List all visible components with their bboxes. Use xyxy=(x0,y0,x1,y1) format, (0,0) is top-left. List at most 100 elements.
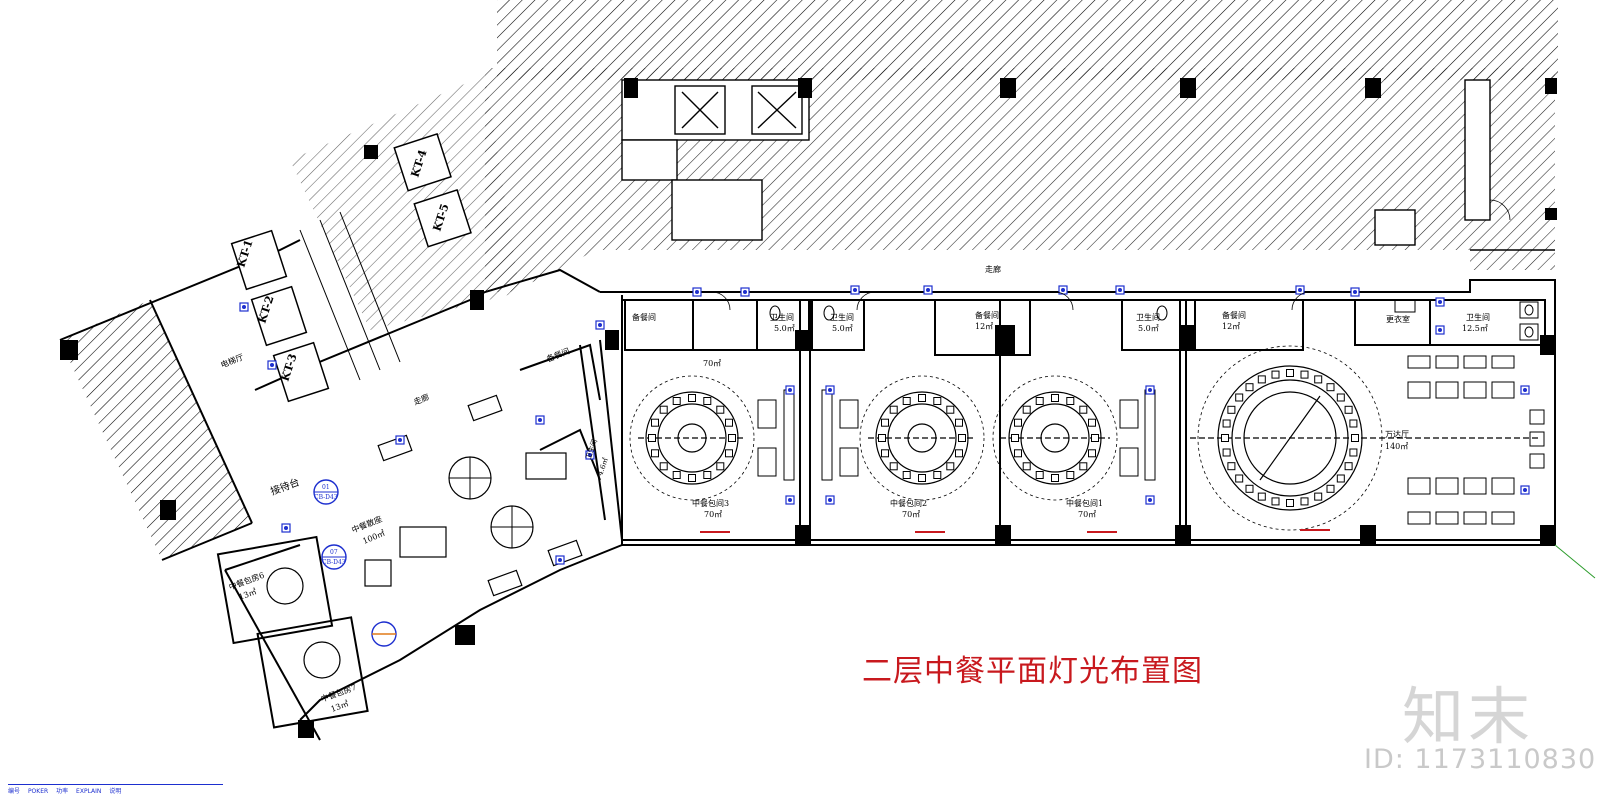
toilet-fixtures xyxy=(769,299,1539,341)
label-toilet-b-area: 5.0㎡ xyxy=(832,324,853,333)
banquet-chair xyxy=(889,405,898,414)
banquet-chair xyxy=(1014,449,1022,458)
legend-poker: POKER xyxy=(27,788,49,795)
banquet-chair xyxy=(1336,393,1345,402)
banquet-chair xyxy=(902,397,911,405)
label-toilet-c-area: 5.0㎡ xyxy=(1138,324,1159,333)
label-private-3-area: 70㎡ xyxy=(704,510,722,519)
banquet-chair xyxy=(881,449,889,458)
label-grand: 万达厅 xyxy=(1385,429,1409,439)
marker-01-sub: CB-D43 xyxy=(314,494,338,501)
green-leader-line xyxy=(1554,544,1596,579)
banquet-chair xyxy=(1022,462,1031,471)
banquet-chair xyxy=(1245,484,1254,493)
banquet-chair xyxy=(703,471,712,479)
label-private-3: 中餐包间3 xyxy=(692,498,729,508)
banquet-chair xyxy=(1271,497,1280,506)
banquet-chair xyxy=(955,449,963,458)
orange-marker xyxy=(371,621,397,647)
label-locker: 更衣室 xyxy=(1386,314,1410,324)
banquet-chair xyxy=(1286,499,1294,507)
banquet-chair xyxy=(1221,434,1229,442)
banquet-chair xyxy=(1222,448,1231,457)
banquet-chair xyxy=(659,405,668,414)
banquet-chair xyxy=(1300,497,1309,506)
label-private-3-top-area: 70㎡ xyxy=(703,359,721,368)
banquet-chair xyxy=(1066,397,1075,405)
watermark-id: ID: 1173110830 xyxy=(1364,744,1597,775)
banquet-chair xyxy=(1344,405,1353,414)
banquet-chair xyxy=(688,394,696,402)
upper-walls xyxy=(621,79,1555,251)
label-pantry-3-area: 12㎡ xyxy=(1222,322,1240,331)
label-private-6-area: 13㎡ xyxy=(238,587,258,602)
red-fixture-markers xyxy=(700,529,1330,533)
banquet-chair xyxy=(1088,449,1096,458)
hall-tables xyxy=(266,394,583,679)
legend-explain-cn: 说明 xyxy=(109,788,122,795)
banquet-chair xyxy=(1344,462,1353,471)
banquet-chair xyxy=(1349,419,1358,428)
banquet-chair xyxy=(1227,462,1236,471)
label-private-6: 中餐包房6 xyxy=(227,570,265,592)
banquet-chair xyxy=(728,434,736,442)
banquet-chair xyxy=(1257,492,1266,501)
banquet-chair xyxy=(1035,471,1044,479)
drawing-title: 二层中餐平面灯光布置图 xyxy=(862,654,1203,689)
legend-poker-cn: 功率 xyxy=(56,788,69,795)
label-grand-area: 140㎡ xyxy=(1385,442,1408,451)
banquet-chair xyxy=(672,471,681,479)
label-pantry-3: 备餐间 xyxy=(1222,310,1246,320)
label-private-7-area: 13㎡ xyxy=(330,699,350,714)
label-private-1: 中餐包间1 xyxy=(1066,498,1103,508)
banquet-chair xyxy=(1300,370,1309,379)
banquet-chair xyxy=(902,471,911,479)
banquet-chair xyxy=(1235,393,1244,402)
banquet-chair xyxy=(918,474,926,482)
banquet-chair xyxy=(1227,405,1236,414)
banquet-chair xyxy=(716,405,725,414)
watermark-logo: 知末 xyxy=(1402,680,1535,753)
door-swings xyxy=(711,199,1511,311)
label-toilet-c: 卫生间 xyxy=(1136,312,1160,322)
label-pantry-2: 备餐间 xyxy=(975,310,999,320)
label-reception: 接待台 xyxy=(269,475,302,497)
label-toilet-d: 卫生间 xyxy=(1466,312,1490,322)
lounge-seating xyxy=(757,389,1156,481)
label-corridor-left: 走廊 xyxy=(412,392,431,407)
banquet-chair xyxy=(1257,375,1266,384)
legend-underline xyxy=(8,784,223,785)
label-private-2: 中餐包间2 xyxy=(890,498,927,508)
label-pantry-1: 备餐间 xyxy=(632,312,656,322)
banquet-chair xyxy=(1088,418,1096,427)
banquet-chair xyxy=(1079,462,1088,471)
banquet-chair xyxy=(878,434,886,442)
label-toilet-a: 卫生间 xyxy=(770,312,794,322)
banquet-chair xyxy=(1011,434,1019,442)
banquet-chair xyxy=(1271,370,1280,379)
banquet-chair xyxy=(1091,434,1099,442)
label-pantry-2-area: 12㎡ xyxy=(975,322,993,331)
banquet-chair xyxy=(1336,474,1345,483)
banquet-chair xyxy=(1066,471,1075,479)
banquet-chair xyxy=(1051,394,1059,402)
banquet-chair xyxy=(648,434,656,442)
banquet-chair xyxy=(651,418,659,427)
banquet-chair xyxy=(688,474,696,482)
banquet-chair xyxy=(946,462,955,471)
label-elevator-hall: 电梯厅 xyxy=(219,352,245,370)
banquet-chair xyxy=(889,462,898,471)
label-toilet-b: 卫生间 xyxy=(830,312,854,322)
elevator-block xyxy=(230,133,472,403)
private-room-2-furniture xyxy=(859,375,985,501)
grand-hall-sofas xyxy=(1407,355,1545,525)
banquet-chair xyxy=(1349,448,1358,457)
banquet-chair xyxy=(1014,418,1022,427)
banquet-chair xyxy=(1314,492,1323,501)
banquet-chair xyxy=(651,449,659,458)
legend-explain: EXPLAIN xyxy=(76,788,102,795)
marker-07-id: 07 xyxy=(330,549,338,556)
section-marker-01 xyxy=(313,479,339,505)
